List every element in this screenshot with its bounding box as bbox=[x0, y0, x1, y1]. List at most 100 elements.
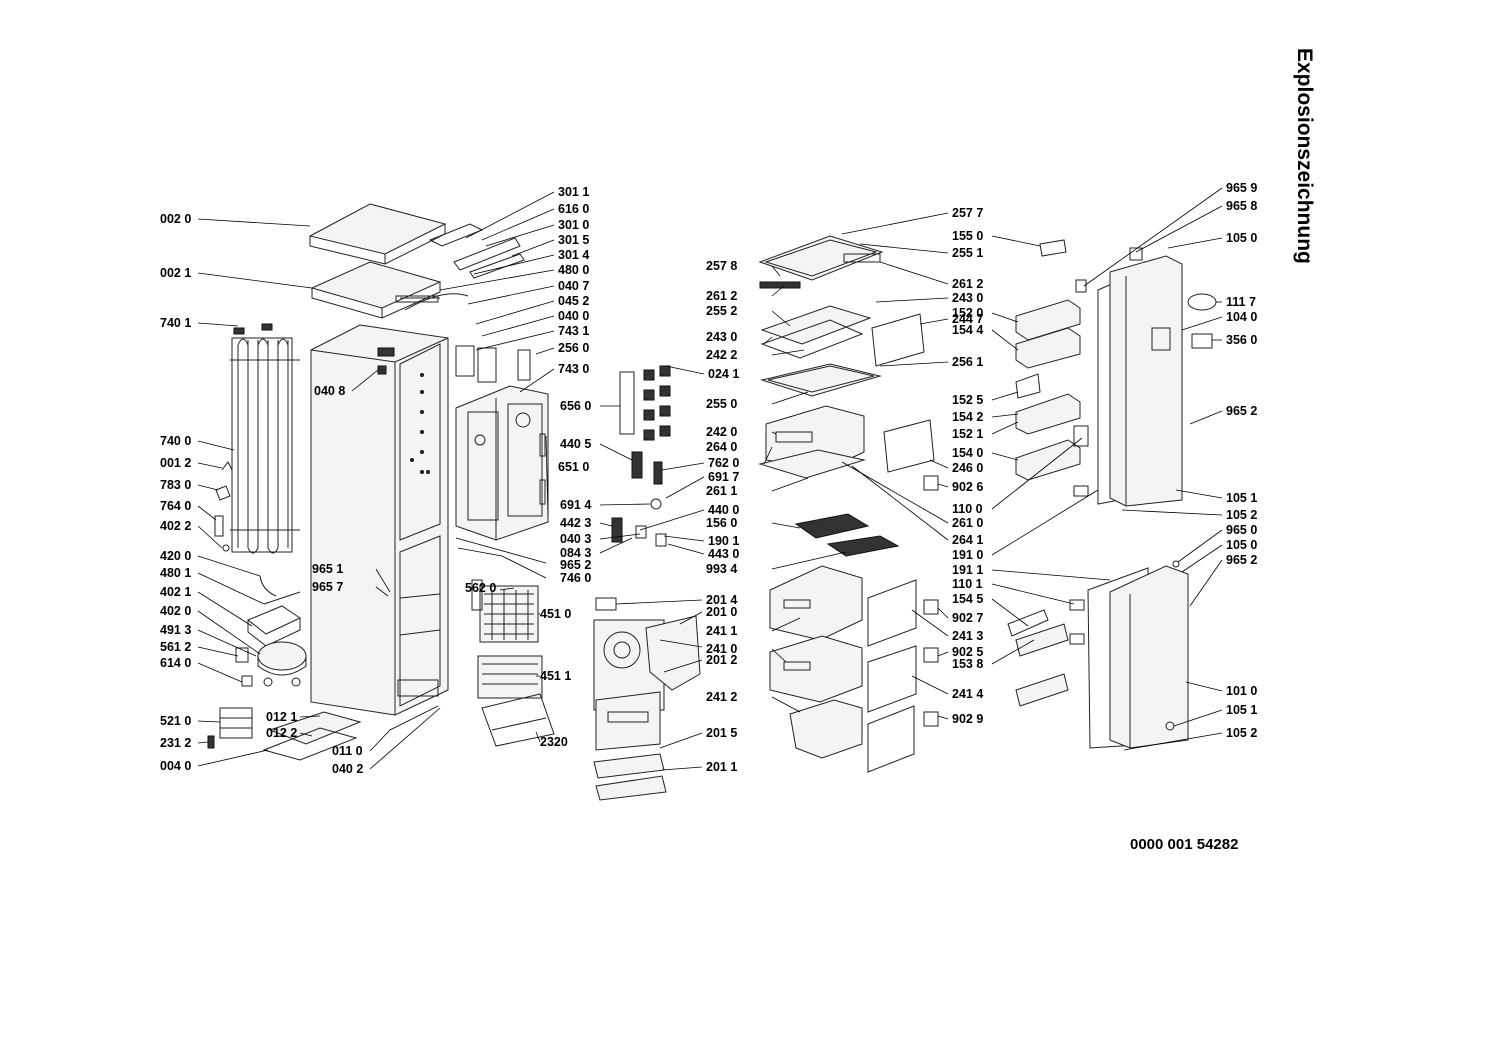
callout-label: 241 4 bbox=[952, 687, 983, 701]
electronic-modules bbox=[611, 365, 671, 547]
callout-label: 246 0 bbox=[952, 461, 983, 475]
callout-label: 241 0 bbox=[706, 642, 737, 656]
callout-label: 105 1 bbox=[1226, 491, 1257, 505]
freezer-door bbox=[1069, 560, 1189, 749]
callout-label: 231 2 bbox=[160, 736, 191, 750]
callout-label: 301 5 bbox=[558, 233, 589, 247]
callout-label: 257 8 bbox=[706, 259, 737, 273]
callout-label: 261 2 bbox=[706, 289, 737, 303]
callout-label: 105 0 bbox=[1226, 538, 1257, 552]
callout-label: 243 0 bbox=[706, 330, 737, 344]
callout-label: 656 0 bbox=[560, 399, 591, 413]
condenser bbox=[230, 323, 300, 554]
callout-label: 2320 bbox=[540, 735, 568, 749]
evaporator bbox=[471, 579, 555, 747]
callout-label: 002 0 bbox=[160, 212, 191, 226]
callout-label: 965 2 bbox=[1226, 404, 1257, 418]
callout-label: 264 0 bbox=[706, 440, 737, 454]
callout-label: 762 0 bbox=[708, 456, 739, 470]
callout-label: 256 1 bbox=[952, 355, 983, 369]
callout-label: 040 3 bbox=[560, 532, 591, 546]
callout-label: 155 0 bbox=[952, 229, 983, 243]
callout-label: 154 5 bbox=[952, 592, 983, 606]
callout-label: 243 0 bbox=[952, 291, 983, 305]
callout-label: 111 7 bbox=[1226, 295, 1256, 309]
callout-label: 084 3 bbox=[560, 546, 591, 560]
callout-label: 261 1 bbox=[706, 484, 737, 498]
callout-label: 002 1 bbox=[160, 266, 191, 280]
callout-label: 191 1 bbox=[952, 563, 983, 577]
callout-label: 965 1 bbox=[312, 562, 343, 576]
callout-label: 011 0 bbox=[332, 744, 363, 758]
callout-label: 965 2 bbox=[1226, 553, 1257, 567]
callout-label: 241 1 bbox=[706, 624, 737, 638]
callout-label: 152 0 bbox=[952, 306, 983, 320]
callout-label: 902 5 bbox=[952, 645, 983, 659]
callout-label: 040 8 bbox=[314, 384, 345, 398]
callout-label: 965 2 bbox=[560, 558, 591, 572]
callout-label: 301 1 bbox=[558, 185, 589, 199]
callout-label: 764 0 bbox=[160, 499, 191, 513]
top-cover bbox=[308, 203, 447, 265]
callout-label: 743 0 bbox=[558, 362, 589, 376]
callout-label: 965 9 bbox=[1226, 181, 1257, 195]
callout-label: 521 0 bbox=[160, 714, 191, 728]
bottom-trims bbox=[593, 753, 667, 801]
intermediate-cover bbox=[310, 261, 442, 319]
callout-label: 152 1 bbox=[952, 427, 983, 441]
callout-label: 480 1 bbox=[160, 566, 191, 580]
callout-label: 562 0 bbox=[465, 581, 496, 595]
callout-label: 301 4 bbox=[558, 248, 589, 262]
callout-label: 491 3 bbox=[160, 623, 191, 637]
callout-label: 201 0 bbox=[706, 605, 737, 619]
callout-label: 012 2 bbox=[266, 726, 297, 740]
callout-label: 256 0 bbox=[558, 341, 589, 355]
callout-label: 040 7 bbox=[558, 279, 589, 293]
callout-label: 402 0 bbox=[160, 604, 191, 618]
callout-label: 241 3 bbox=[952, 629, 983, 643]
callout-label: 191 0 bbox=[952, 548, 983, 562]
compressor-assembly bbox=[235, 575, 307, 687]
callout-label: 105 1 bbox=[1226, 703, 1257, 717]
callout-label: 255 2 bbox=[706, 304, 737, 318]
air-channels bbox=[455, 345, 546, 505]
control-panel-parts bbox=[404, 223, 525, 311]
callout-label: 024 1 bbox=[708, 367, 739, 381]
freezer-drawers bbox=[769, 565, 939, 773]
callout-label: 965 7 bbox=[312, 580, 343, 594]
callout-label: 012 1 bbox=[266, 710, 297, 724]
base-plate bbox=[207, 707, 362, 761]
callout-label: 440 0 bbox=[708, 503, 739, 517]
callout-label: 154 4 bbox=[952, 323, 983, 337]
callout-label: 740 0 bbox=[160, 434, 191, 448]
callout-label: 152 5 bbox=[952, 393, 983, 407]
callout-label: 691 4 bbox=[560, 498, 591, 512]
callout-label: 402 2 bbox=[160, 519, 191, 533]
callout-label: 902 6 bbox=[952, 480, 983, 494]
document-number: 0000 001 54282 bbox=[1130, 836, 1239, 853]
fridge-door bbox=[1073, 247, 1217, 507]
callout-label: 201 5 bbox=[706, 726, 737, 740]
callout-label: 743 1 bbox=[558, 324, 589, 338]
callout-label: 440 5 bbox=[560, 437, 591, 451]
callout-label: 110 0 bbox=[952, 502, 983, 516]
callout-label: 001 2 bbox=[160, 456, 191, 470]
callout-label: 040 2 bbox=[332, 762, 363, 776]
callout-label: 242 0 bbox=[706, 425, 737, 439]
callout-label: 451 1 bbox=[540, 669, 571, 683]
callout-label: 261 2 bbox=[952, 277, 983, 291]
callout-label: 264 1 bbox=[952, 533, 983, 547]
callout-label: 004 0 bbox=[160, 759, 191, 773]
callout-label: 442 3 bbox=[560, 516, 591, 530]
callout-label: 105 2 bbox=[1226, 508, 1257, 522]
callout-label: 902 7 bbox=[952, 611, 983, 625]
small-pipes bbox=[214, 461, 233, 552]
callout-label: 356 0 bbox=[1226, 333, 1257, 347]
callout-label: 561 2 bbox=[160, 640, 191, 654]
callout-label: 402 1 bbox=[160, 585, 191, 599]
glass-shelves bbox=[758, 235, 925, 397]
callout-label: 691 7 bbox=[708, 470, 739, 484]
callout-label: 201 4 bbox=[706, 593, 737, 607]
callout-label: 101 0 bbox=[1226, 684, 1257, 698]
callout-label: 783 0 bbox=[160, 478, 191, 492]
